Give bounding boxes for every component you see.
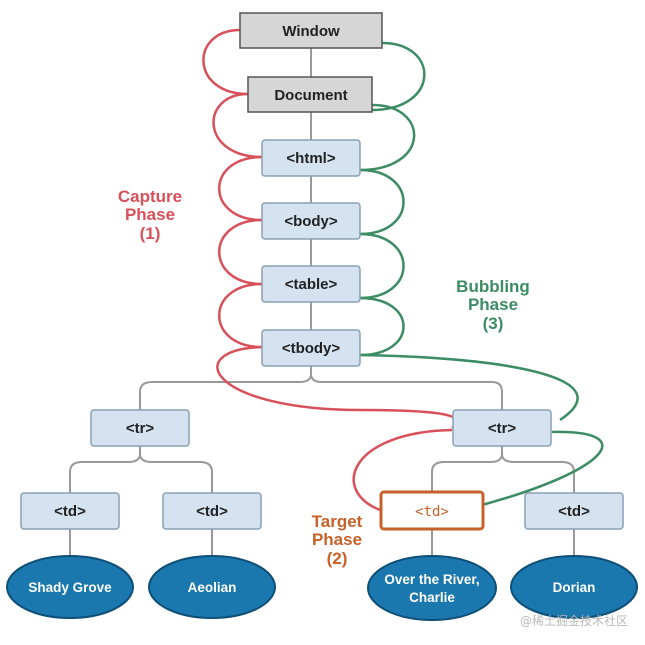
bubbling-phase-label: Bubbling Phase (3) [456, 277, 530, 333]
target-line2: Phase [312, 530, 362, 549]
leaf-3-label-line1: Over the River, [384, 572, 479, 587]
document-node: Document [247, 76, 373, 113]
tr-left-label: <tr> [126, 420, 155, 437]
watermark-text: @稀土掘金技术社区 [520, 613, 628, 628]
bubbling-line3: (3) [483, 314, 504, 333]
table-label: <table> [285, 276, 338, 293]
tr-left-node: <tr> [90, 409, 190, 447]
leaf-2-label: Aeolian [188, 580, 237, 595]
table-node: <table> [261, 265, 361, 303]
tr-right-node: <tr> [452, 409, 552, 447]
html-label: <html> [286, 150, 335, 167]
bubbling-arcs [359, 41, 604, 507]
td-4-node: <td> [524, 492, 624, 530]
window-label: Window [282, 23, 340, 40]
capture-line1: Capture [118, 187, 182, 206]
capture-arcs [202, 28, 459, 512]
leaf-3-label-line2: Charlie [409, 590, 455, 605]
target-phase-label: Target Phase (2) [312, 512, 363, 568]
body-node: <body> [261, 202, 361, 240]
capture-phase-label: Capture Phase (1) [118, 187, 182, 243]
td-target-label: <td> [415, 504, 449, 520]
td-target-node: <td> [379, 490, 485, 531]
td-1-label: <td> [54, 503, 86, 520]
tbody-label: <tbody> [282, 340, 341, 357]
leaf-over-the-river: Over the River, Charlie [367, 555, 497, 621]
td-2-node: <td> [162, 492, 262, 530]
td-4-label: <td> [558, 503, 590, 520]
tr-right-label: <tr> [488, 420, 517, 437]
td-2-label: <td> [196, 503, 228, 520]
tbody-node: <tbody> [261, 329, 361, 367]
leaf-4-label: Dorian [553, 580, 596, 595]
html-node: <html> [261, 139, 361, 177]
bubbling-line2: Phase [468, 295, 518, 314]
window-node: Window [239, 12, 383, 49]
capture-line2: Phase [125, 205, 175, 224]
leaf-1-label: Shady Grove [28, 580, 112, 595]
capture-line3: (1) [140, 224, 161, 243]
bubbling-line1: Bubbling [456, 277, 530, 296]
leaf-dorian: Dorian [510, 555, 638, 619]
document-label: Document [274, 87, 347, 104]
leaf-aeolian: Aeolian [148, 555, 276, 619]
td-1-node: <td> [20, 492, 120, 530]
target-line1: Target [312, 512, 363, 531]
body-label: <body> [284, 213, 338, 230]
leaf-shady-grove: Shady Grove [6, 555, 134, 619]
target-line3: (2) [327, 549, 348, 568]
